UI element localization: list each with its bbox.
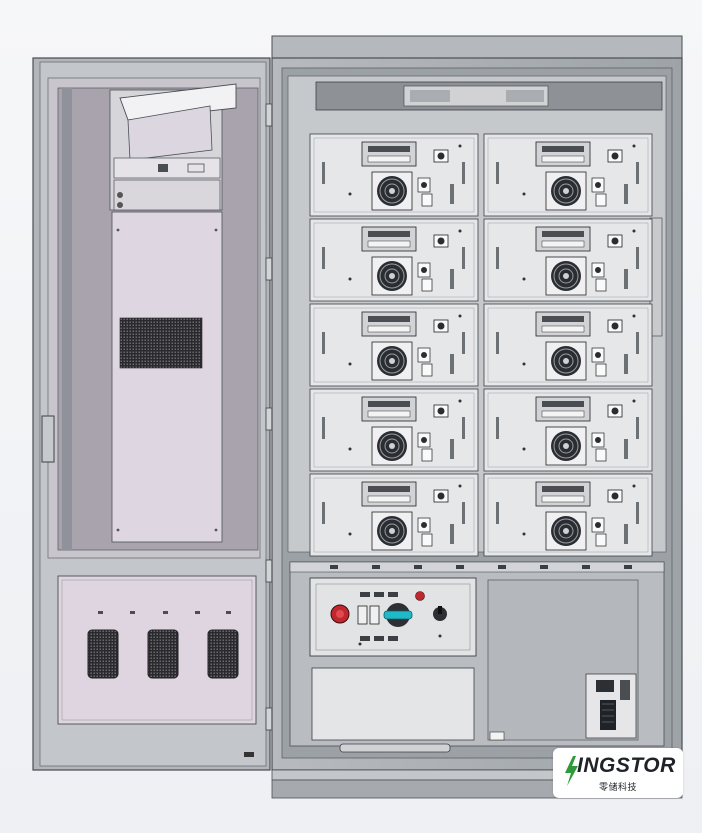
door-handle[interactable]	[41, 415, 55, 463]
brand-chinese-name: 零储科技	[599, 783, 638, 793]
battery-module	[309, 473, 479, 557]
battery-module	[483, 133, 653, 217]
brand-wordmark: INGSTOR	[577, 754, 676, 777]
battery-module	[309, 303, 479, 387]
air-conditioner	[109, 83, 237, 543]
fan-icon	[371, 426, 413, 466]
battery-module	[483, 303, 653, 387]
fan-icon	[371, 341, 413, 381]
power-supply-unit	[585, 673, 637, 739]
fan-icon	[545, 256, 587, 296]
fan-icon	[371, 511, 413, 551]
battery-module	[309, 133, 479, 217]
fan-icon	[371, 171, 413, 211]
battery-module	[483, 388, 653, 472]
breaker-switches[interactable]	[357, 605, 380, 625]
battery-module	[483, 473, 653, 557]
fan-icon	[545, 341, 587, 381]
lower-compartment	[289, 561, 665, 753]
base-handle[interactable]	[339, 743, 451, 753]
lower-door-panel	[57, 575, 257, 725]
battery-module	[309, 218, 479, 302]
door-vent	[147, 629, 179, 679]
fan-icon	[545, 511, 587, 551]
control-panel	[309, 577, 477, 657]
brand-logo: INGSTOR 零储科技	[553, 748, 683, 798]
door-vent	[87, 629, 119, 679]
battery-module	[309, 388, 479, 472]
rotary-main-switch[interactable]	[383, 603, 413, 627]
battery-module-grid	[309, 133, 653, 557]
fan-icon	[371, 256, 413, 296]
fan-icon	[545, 171, 587, 211]
ac-grille	[119, 317, 203, 369]
door-vent	[207, 629, 239, 679]
open-door	[32, 57, 271, 771]
lightning-bolt-icon	[565, 756, 578, 786]
fan-icon	[545, 426, 587, 466]
indicator-lamp	[415, 591, 425, 601]
battery-module	[483, 218, 653, 302]
